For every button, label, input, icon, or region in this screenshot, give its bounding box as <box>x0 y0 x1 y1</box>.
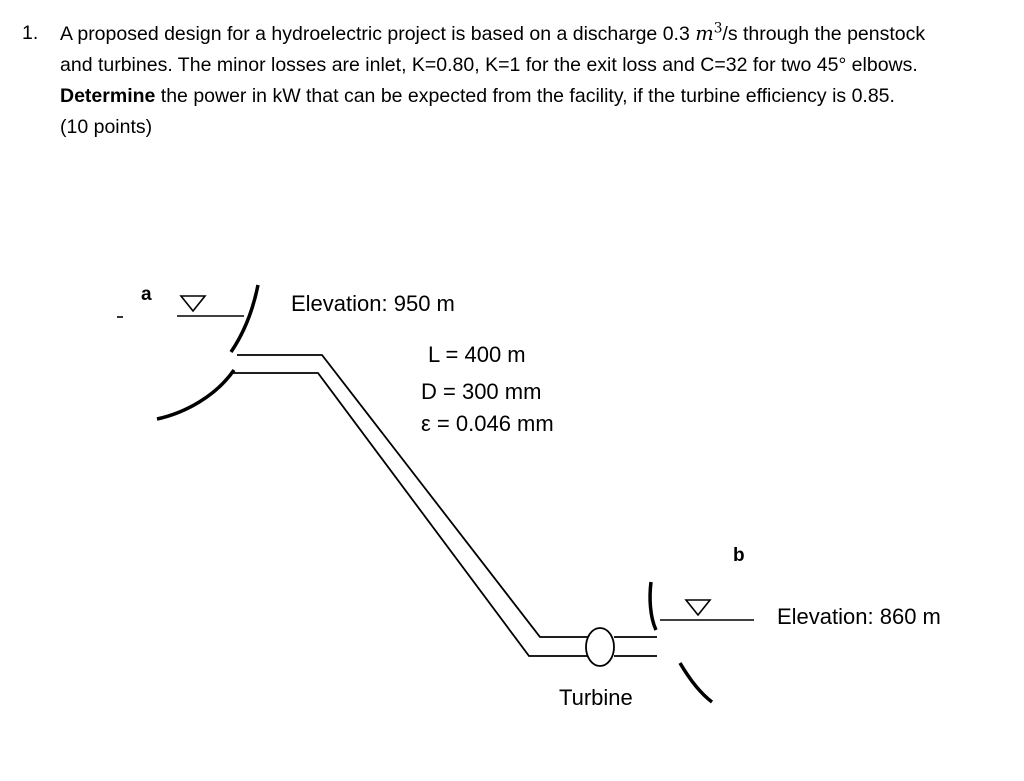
pipe-roughness-label: ε = 0.046 mm <box>421 411 554 436</box>
turbine-label: Turbine <box>559 685 633 710</box>
discharge-unit-exponent: 3 <box>713 20 723 37</box>
upper-reservoir-bank <box>229 284 260 353</box>
point-b-label: b <box>733 545 745 566</box>
lower-reservoir-bank <box>648 581 658 631</box>
problem-line-2: and turbines. The minor losses are inlet… <box>60 54 918 76</box>
penstock-bottom-wall <box>230 372 588 657</box>
discharge-unit: m3 <box>695 22 722 45</box>
upper-water-surface-icon <box>179 295 207 313</box>
determine-keyword: Determine <box>60 85 156 107</box>
lower-water-surface-icon <box>684 599 712 617</box>
lower-reservoir-bed <box>678 662 714 704</box>
point-a-label: a <box>141 284 152 305</box>
problem-statement: 1. A proposed design for a hydroelectric… <box>22 18 982 143</box>
problem-line-4: (10 points) <box>60 116 153 138</box>
problem-line-1-start: A proposed design for a hydroelectric pr… <box>60 23 696 45</box>
discharge-unit-base: m <box>695 22 714 45</box>
upper-elevation-label: Elevation: 950 m <box>291 291 455 316</box>
lower-elevation-label: Elevation: 860 m <box>777 604 941 629</box>
problem-line-3-rest: the power in kW that can be expected fro… <box>155 85 895 107</box>
problem-number: 1. <box>22 22 39 44</box>
problem-line-1-end: /s through the penstock <box>722 23 926 45</box>
problem-line-1: A proposed design for a hydroelectric pr… <box>60 18 982 50</box>
turbine-icon <box>585 627 615 667</box>
penstock-top-wall <box>237 354 588 638</box>
problem-body: A proposed design for a hydroelectric pr… <box>60 18 982 143</box>
problem-line-3: Determine the power in kW that can be ex… <box>60 81 982 112</box>
pipe-length-label: L = 400 m <box>428 342 526 367</box>
upper-reservoir-bed <box>156 369 236 421</box>
pipe-diameter-label: D = 300 mm <box>421 379 541 404</box>
